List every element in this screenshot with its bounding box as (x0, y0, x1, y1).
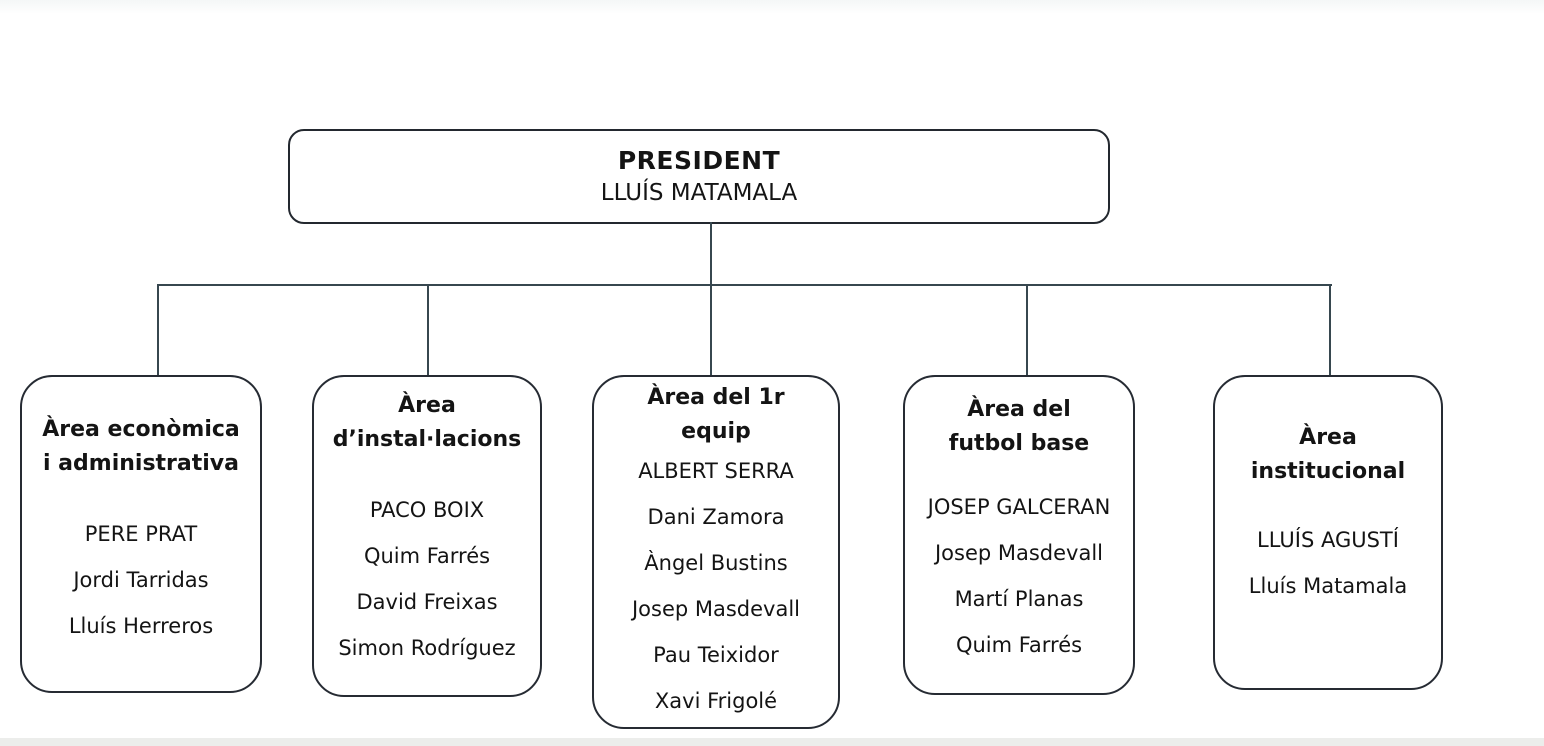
area-box-institucional: Àrea institucional LLUÍS AGUSTÍ Lluís Ma… (1213, 375, 1443, 690)
area-title-line: equip (681, 419, 751, 444)
area-title-line: institucional (1250, 459, 1406, 484)
area-title-line: Àrea (398, 393, 456, 418)
connector-horizontal (157, 284, 1332, 286)
member-name: Josep Masdevall (934, 541, 1104, 565)
connector-drop-primer-equip (710, 284, 712, 375)
member-name: Pau Teixidor (653, 643, 779, 667)
member-name: Àngel Bustins (644, 551, 788, 575)
area-title-line: i administrativa (42, 451, 239, 476)
member-name: LLUÍS AGUSTÍ (1257, 528, 1399, 552)
member-name: Lluís Herreros (68, 614, 214, 638)
scan-artifact-top (0, 0, 1544, 14)
area-title: Àrea econòmica i administrativa (42, 413, 240, 481)
connector-drop-institucional (1329, 284, 1331, 375)
member-name: PACO BOIX (369, 498, 485, 522)
area-title-line: Àrea (1299, 425, 1357, 450)
area-title: Àrea institucional (1251, 421, 1405, 489)
member-name: ALBERT SERRA (638, 459, 794, 483)
member-list: PACO BOIX Quim Farrés David Freixas Simo… (338, 497, 515, 662)
member-name: Josep Masdevall (631, 597, 801, 621)
member-name: PERE PRAT (84, 522, 198, 546)
member-name: JOSEP GALCERAN (927, 495, 1111, 519)
area-title-line: Àrea del 1r (647, 385, 785, 410)
connector-drop-installacions (427, 284, 429, 375)
area-box-installacions: Àrea d’instal·lacions PACO BOIX Quim Far… (312, 375, 542, 697)
member-name: Dani Zamora (647, 505, 785, 529)
member-name: Quim Farrés (955, 633, 1083, 657)
member-name: David Freixas (356, 590, 498, 614)
member-list: LLUÍS AGUSTÍ Lluís Matamala (1249, 527, 1407, 600)
area-title-line: d’instal·lacions (332, 427, 522, 452)
scan-artifact-bottom-strip (0, 738, 1544, 746)
member-list: JOSEP GALCERAN Josep Masdevall Martí Pla… (928, 494, 1111, 659)
member-name: Quim Farrés (363, 544, 491, 568)
area-title-line: Àrea del (967, 397, 1071, 422)
member-name: Xavi Frigolé (654, 689, 778, 713)
member-list: PERE PRAT Jordi Tarridas Lluís Herreros (69, 521, 213, 640)
member-name: Lluís Matamala (1248, 574, 1408, 598)
area-title-line: Àrea econòmica (42, 417, 240, 442)
president-name: LLUÍS MATAMALA (600, 179, 798, 206)
area-title-line: futbol base (948, 431, 1090, 456)
area-title: Àrea del futbol base (949, 393, 1089, 461)
area-box-primer-equip: Àrea del 1r equip ALBERT SERRA Dani Zamo… (592, 375, 840, 729)
member-name: Simon Rodríguez (338, 636, 516, 660)
area-box-futbol-base: Àrea del futbol base JOSEP GALCERAN Jose… (903, 375, 1135, 695)
connector-trunk (710, 222, 712, 284)
area-box-economica-administrativa: Àrea econòmica i administrativa PERE PRA… (20, 375, 262, 693)
connector-drop-futbol-base (1026, 284, 1028, 375)
connector-drop-economica (157, 284, 159, 375)
area-title: Àrea d’instal·lacions (333, 389, 522, 457)
member-name: Martí Planas (954, 587, 1084, 611)
member-name: Jordi Tarridas (73, 568, 209, 592)
president-box: PRESIDENT LLUÍS MATAMALA (288, 129, 1110, 224)
member-list: ALBERT SERRA Dani Zamora Àngel Bustins J… (632, 458, 800, 715)
president-title: PRESIDENT (617, 146, 781, 176)
area-title: Àrea del 1r equip (647, 381, 784, 449)
